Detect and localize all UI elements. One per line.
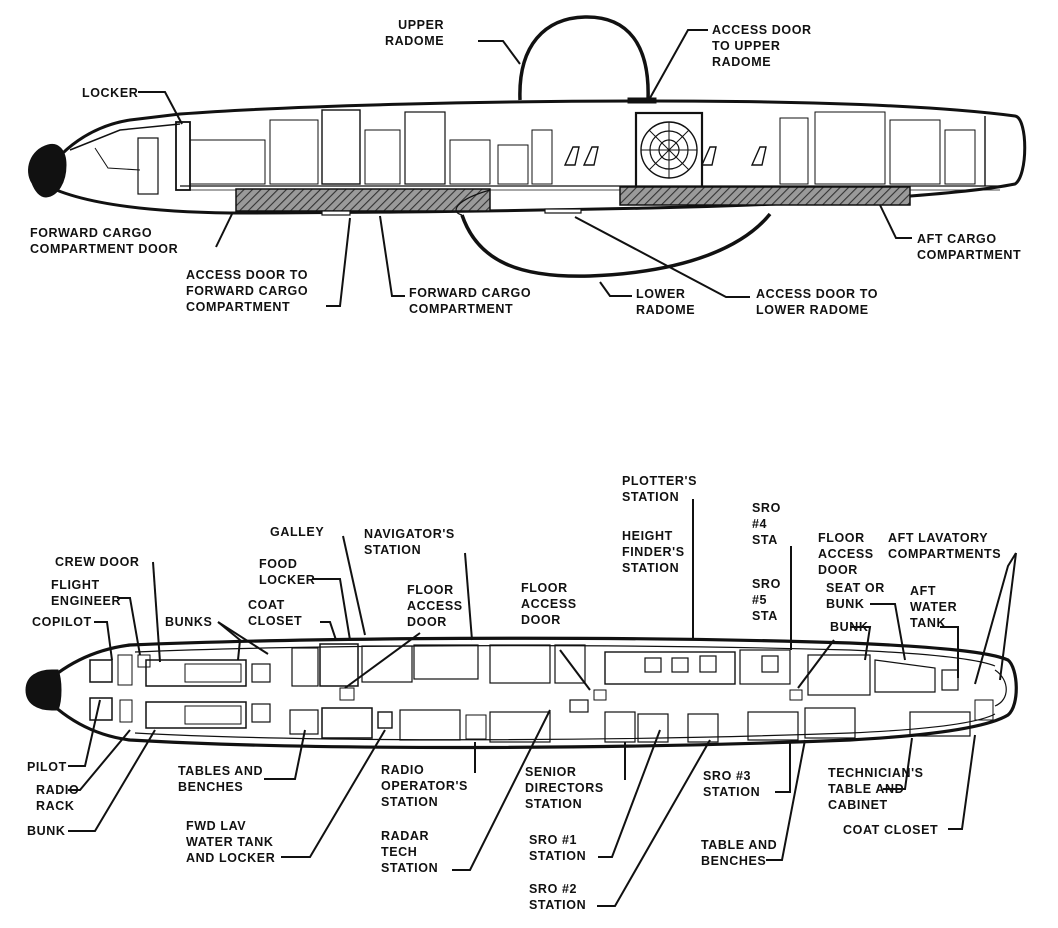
label-bunk-fwd: BUNK [27, 824, 66, 838]
label-pilot: PILOT [27, 760, 67, 774]
label-bunks: BUNKS [165, 615, 213, 629]
label-galley: GALLEY [270, 525, 325, 539]
lower-radome-shape [460, 212, 772, 278]
plan-nose-cone [25, 669, 62, 711]
nose-cone [28, 143, 67, 198]
upper-radome-shape [518, 15, 650, 101]
side-view-leaders [138, 29, 912, 307]
label-crew-door: CREW DOOR [55, 555, 140, 569]
label-coat-closet-aft: COAT CLOSET [843, 823, 939, 837]
label-copilot: COPILOT [32, 615, 92, 629]
plan-fuselage-outline [35, 636, 1018, 750]
plan-view-leaders [68, 499, 1017, 907]
label-locker: LOCKER [82, 86, 139, 100]
side-view-fuselage [28, 15, 1027, 278]
label-bunk-aft: BUNK [830, 620, 869, 634]
plan-view-fuselage [25, 636, 1018, 750]
aft-cargo-compartment-shape [619, 186, 911, 206]
forward-cargo-compartment-shape [235, 188, 491, 212]
